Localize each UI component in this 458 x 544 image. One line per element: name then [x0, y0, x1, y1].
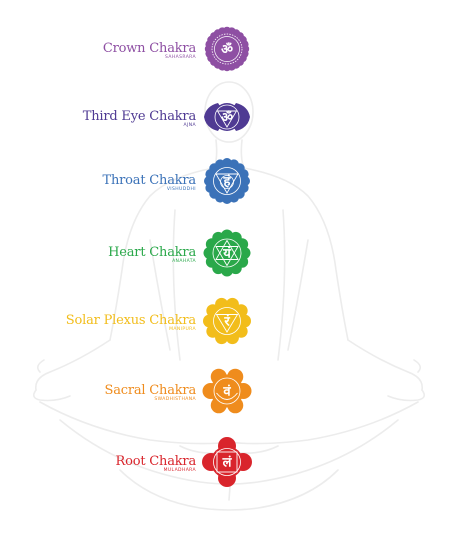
- crown-lotus-icon: ॐ: [202, 24, 252, 74]
- chakra-name: Crown Chakra: [102, 41, 196, 56]
- chakra-sanskrit-name: ANAHATA: [172, 259, 196, 264]
- bija-glyph: रं: [223, 314, 230, 330]
- throat-lotus-icon: हं: [202, 156, 252, 206]
- chakra-name: Sacral Chakra: [104, 383, 196, 398]
- chakra-sanskrit-name: AJNA: [183, 123, 196, 128]
- root-lotus-icon: लं: [202, 437, 252, 487]
- chakra-name: Heart Chakra: [108, 245, 196, 260]
- third-eye-lotus-icon: ॐ: [202, 92, 252, 142]
- bija-glyph: हं: [223, 174, 232, 190]
- chakra-sanskrit-name: MANIPURA: [169, 327, 196, 332]
- chakra-sanskrit-name: SAHASRARA: [165, 55, 196, 60]
- chakra-sanskrit-name: VISHUDDHI: [166, 187, 196, 192]
- chakra-name: Throat Chakra: [102, 173, 196, 188]
- bija-glyph: यं: [222, 246, 231, 262]
- chakra-sanskrit-name: SWADHISTHANA: [154, 397, 196, 402]
- solar-plexus-lotus-icon: रं: [202, 296, 252, 346]
- sacral-lotus-icon: वं: [202, 366, 252, 416]
- bija-glyph: लं: [222, 455, 233, 471]
- bija-glyph: ॐ: [221, 42, 233, 58]
- bija-glyph: वं: [222, 384, 231, 400]
- chakra-name: Solar Plexus Chakra: [65, 313, 196, 328]
- heart-lotus-icon: यं: [202, 228, 252, 278]
- chakra-name: Third Eye Chakra: [82, 109, 196, 124]
- chakra-sanskrit-name: MULADHARA: [163, 468, 196, 473]
- bija-glyph: ॐ: [221, 110, 233, 126]
- chakra-name: Root Chakra: [115, 454, 196, 469]
